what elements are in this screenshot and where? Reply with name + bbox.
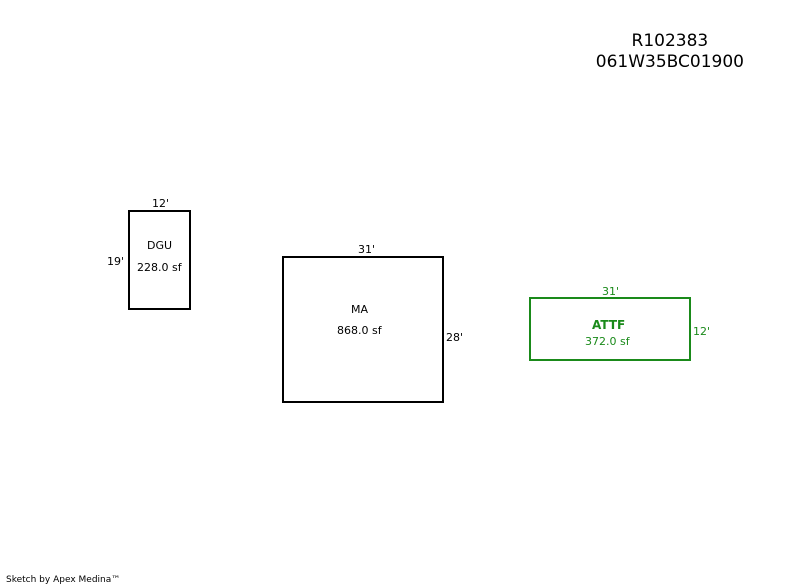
dgu-area-value: 228.0 sf	[137, 261, 182, 274]
parcel-header: R102383 061W35BC01900	[596, 31, 744, 73]
ma-side-dimension: 28'	[446, 331, 464, 344]
attf-top-dimension: 31'	[602, 285, 620, 298]
attf-name: ATTF	[592, 318, 626, 332]
ma-area-outline	[282, 256, 444, 403]
dgu-side-dimension: 19'	[107, 255, 125, 268]
account-id: R102383	[631, 31, 709, 51]
map-tax-lot: 061W35BC01900	[595, 52, 744, 72]
attf-side-dimension: 12'	[693, 325, 711, 338]
ma-top-dimension: 31'	[358, 243, 376, 256]
ma-area-value: 868.0 sf	[337, 324, 382, 337]
dgu-area-outline	[128, 210, 191, 310]
dgu-top-dimension: 12'	[152, 197, 170, 210]
dgu-name: DGU	[147, 239, 173, 252]
sketch-credit: Sketch by Apex Medina™	[6, 575, 121, 585]
attf-area-value: 372.0 sf	[585, 335, 630, 348]
attf-area-outline	[529, 297, 691, 361]
ma-name: MA	[351, 303, 369, 316]
